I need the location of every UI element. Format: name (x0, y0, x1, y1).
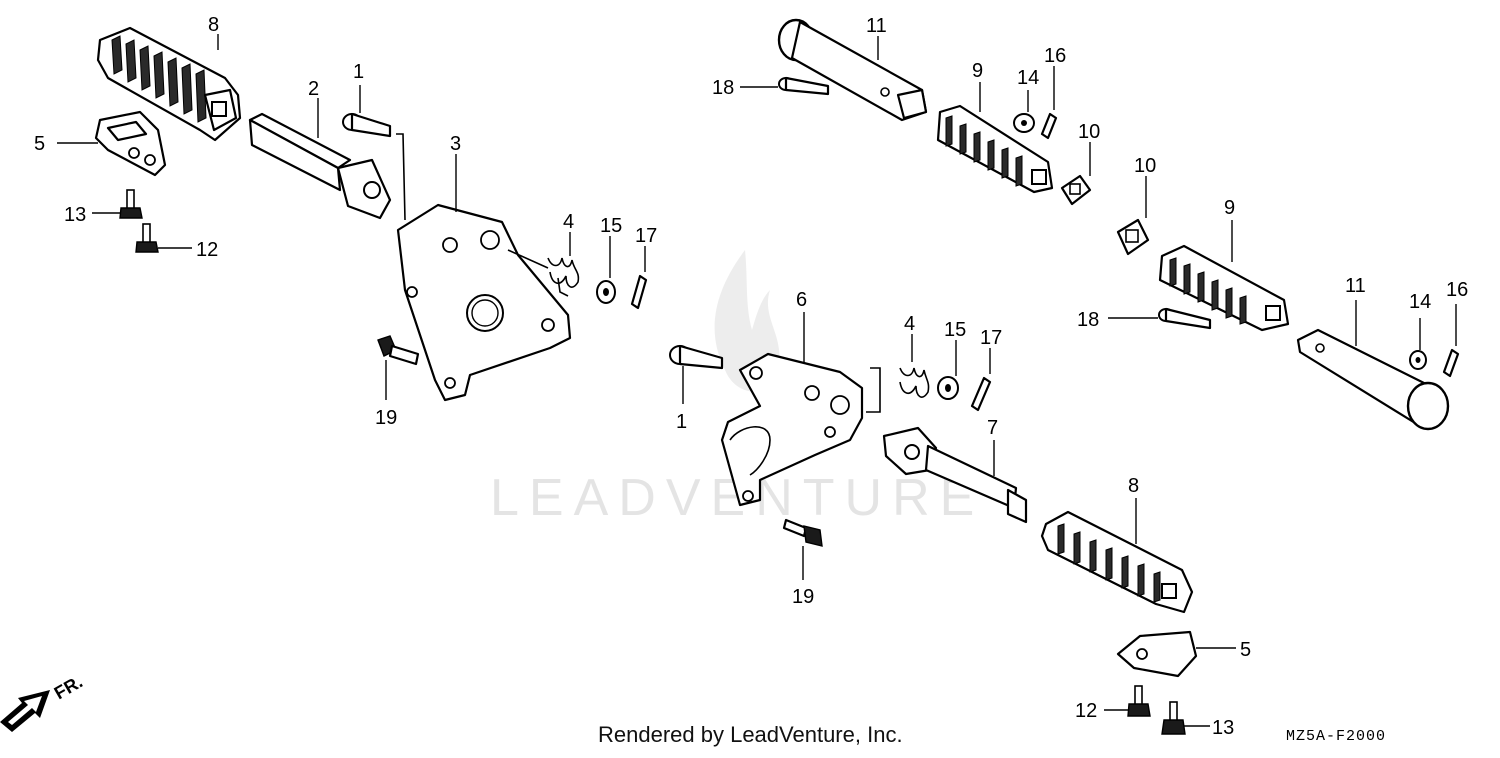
callout-12-left: 12 (196, 239, 218, 261)
cotter-pin-16-top (1040, 112, 1058, 140)
callout-19-right: 19 (792, 586, 814, 608)
spacer-10-right (1116, 218, 1150, 256)
callout-10-top: 10 (1078, 121, 1100, 143)
callout-6: 6 (796, 289, 807, 311)
callout-8-right: 8 (1128, 475, 1139, 497)
callout-15-left: 15 (600, 215, 622, 237)
pillion-pin-top (777, 18, 928, 122)
callout-5-left: 5 (34, 133, 45, 155)
callout-7: 7 (987, 417, 998, 439)
washer-14-right (1409, 350, 1427, 370)
footpeg-rubber-right (1040, 510, 1194, 614)
callout-5-right: 5 (1240, 639, 1251, 661)
callout-15-right: 15 (944, 319, 966, 341)
bolt-13-left (119, 189, 143, 219)
callout-8-left: 8 (208, 14, 219, 36)
callout-13-right: 13 (1212, 717, 1234, 739)
washer-15-right (937, 376, 959, 400)
footpeg-arm-right (882, 426, 1028, 524)
pillion-rubber-right (1158, 244, 1290, 332)
clevis-pin-18-right (1158, 307, 1212, 330)
bolt-12-left (135, 223, 159, 253)
footpeg-holder-right (1116, 630, 1198, 678)
callout-18-top: 18 (712, 77, 734, 99)
footpeg-arm-left (248, 112, 392, 220)
front-direction-arrow: FR. (0, 672, 86, 732)
bolt-12-right (1127, 685, 1151, 717)
pivot-pin-right (669, 344, 724, 370)
callout-11-top: 11 (866, 15, 887, 37)
spring-right (866, 367, 930, 413)
callout-16-right: 16 (1446, 279, 1468, 301)
callout-3: 3 (450, 133, 461, 155)
pivot-pin-left (342, 112, 392, 138)
direction-label: FR. (51, 672, 86, 704)
callout-18-right: 18 (1077, 309, 1099, 331)
footpeg-bracket-left (396, 203, 572, 402)
callout-14-right: 14 (1409, 291, 1431, 313)
pillion-pin-right (1296, 328, 1450, 431)
cotter-pin-left (630, 274, 648, 310)
footpeg-rubber-left (96, 26, 242, 142)
callout-11-right: 11 (1345, 275, 1366, 297)
spacer-10-top (1060, 174, 1092, 206)
pillion-rubber-top (936, 104, 1054, 194)
callout-19-left: 19 (375, 407, 397, 429)
callout-4-right: 4 (904, 313, 915, 335)
callout-1-left: 1 (353, 61, 364, 83)
footpeg-bracket-right (720, 352, 864, 507)
washer-14-top (1013, 113, 1035, 133)
diagram-code: MZ5A-F2000 (1286, 728, 1386, 745)
callout-2: 2 (308, 78, 319, 100)
callout-10-right: 10 (1134, 155, 1156, 177)
callout-16-top: 16 (1044, 45, 1066, 67)
callout-4-left: 4 (563, 211, 574, 233)
bolt-19-left (377, 335, 420, 366)
callout-13-left: 13 (64, 204, 86, 226)
callout-17-left: 17 (635, 225, 657, 247)
bolt-19-right (782, 518, 823, 547)
footpeg-holder-left (94, 110, 167, 177)
footer-credit: Rendered by LeadVenture, Inc. (598, 722, 903, 747)
bolt-13-right (1161, 701, 1186, 735)
callout-14-top: 14 (1017, 67, 1039, 89)
cotter-pin-right (970, 376, 992, 412)
callout-9-right: 9 (1224, 197, 1235, 219)
callout-17-right: 17 (980, 327, 1002, 349)
cotter-pin-16-right (1442, 348, 1460, 378)
washer-15-left (596, 280, 616, 304)
clevis-pin-18-top (778, 76, 830, 96)
callout-12-right: 12 (1075, 700, 1097, 722)
callout-9-top: 9 (972, 60, 983, 82)
callout-1-right: 1 (676, 411, 687, 433)
spring-left (507, 249, 580, 297)
